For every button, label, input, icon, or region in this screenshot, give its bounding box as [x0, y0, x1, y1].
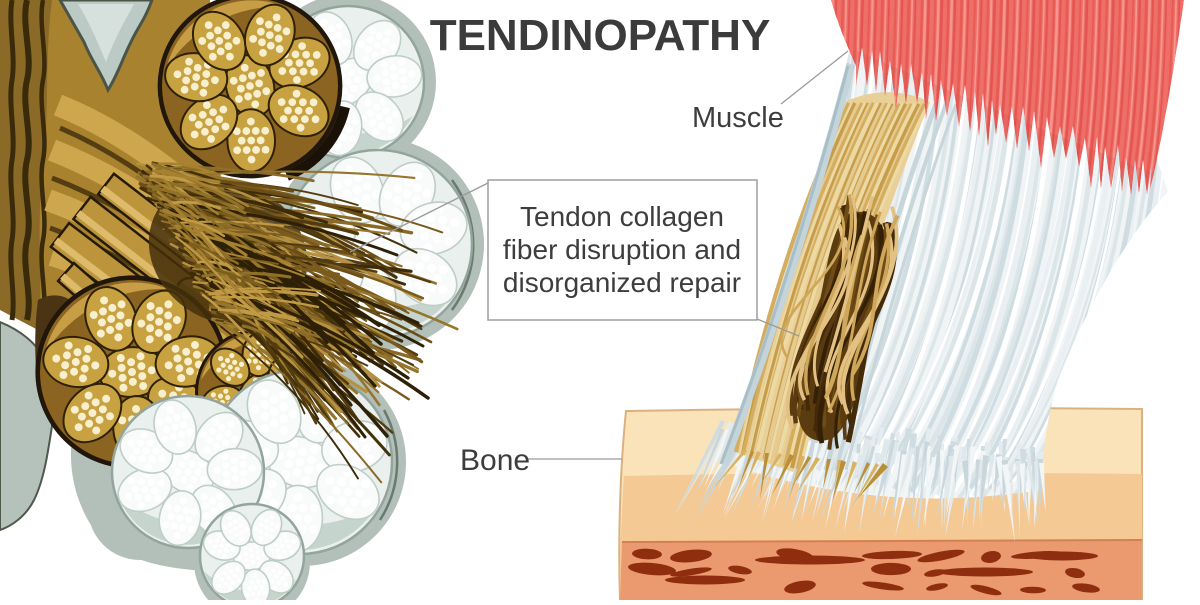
svg-text:Tendon collagen: Tendon collagen — [520, 201, 724, 232]
svg-text:Muscle: Muscle — [692, 102, 784, 134]
svg-text:Bone: Bone — [460, 444, 530, 477]
svg-text:disorganized repair: disorganized repair — [503, 267, 741, 298]
svg-text:fiber disruption and: fiber disruption and — [503, 234, 741, 265]
svg-text:TENDINOPATHY: TENDINOPATHY — [430, 11, 771, 60]
